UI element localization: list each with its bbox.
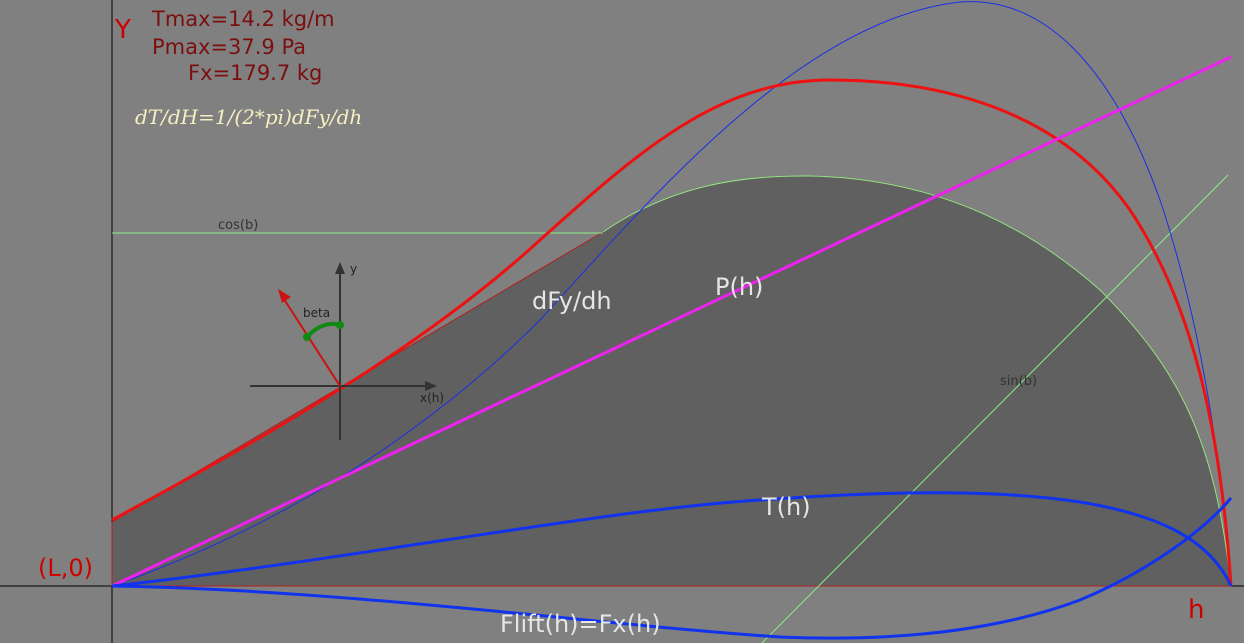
x-axis-label: h [1188, 595, 1204, 625]
sin-b-line [761, 174, 1229, 643]
dfy-dh-curve [602, 175, 1232, 587]
inset-angle-arc [305, 321, 341, 339]
inset-x-label: x(h) [420, 391, 444, 405]
formula-annotation: dT/dH=1/(2*pi)dFy/dh [135, 105, 362, 129]
sin-b-label: sin(b) [1000, 374, 1037, 389]
inset-force-arrow [278, 289, 291, 303]
inset-arc-point-b [336, 321, 344, 329]
inset-y-arrow [335, 262, 345, 274]
inset-x-arrow [425, 381, 437, 391]
origin-label: (L,0) [38, 554, 93, 582]
stat-pmax: Pmax=37.9 Pa [152, 35, 306, 59]
t-curve [111, 491, 1233, 588]
flift-curve [111, 497, 1233, 640]
red-curve [111, 78, 1233, 587]
inset-arc-point-a [303, 333, 311, 341]
stat-fx: Fx=179.7 kg [188, 61, 322, 85]
inset-y-label: y [350, 262, 357, 276]
stat-tmax: Tmax=14.2 kg/m [151, 7, 335, 31]
y-axis-label: Y [114, 15, 131, 45]
flift-label: Flift(h)=Fx(h) [500, 610, 661, 638]
t-label: T(h) [761, 493, 811, 521]
cos-b-label: cos(b) [218, 218, 258, 233]
thin-blue-curve [111, 1, 1232, 587]
p-line [111, 55, 1232, 588]
dfy-dh-area [111, 175, 1232, 587]
inset-angle-label: beta [303, 306, 330, 320]
p-label: P(h) [715, 273, 763, 301]
dfy-dh-label: dFy/dh [532, 287, 612, 315]
inset-diagram: y x(h) beta [250, 262, 444, 440]
inset-force-vector [281, 295, 341, 387]
